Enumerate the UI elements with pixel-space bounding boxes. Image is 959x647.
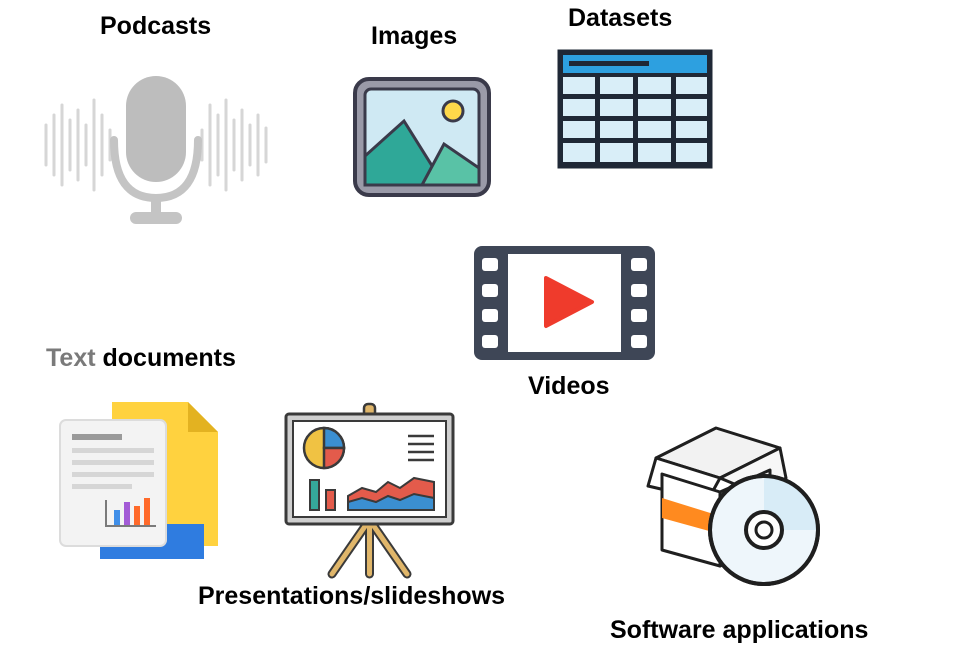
text-documents-label-part1: Text [46,344,96,372]
document-icon [59,402,218,559]
text-documents-label: Text documents [46,346,236,371]
presentations-label: Presentations/slideshows [198,582,506,610]
videos-label: Videos [528,372,610,400]
text-documents-label-part2: documents [95,344,236,372]
podcasts-label: Podcasts [100,12,212,40]
images-label: Images [371,22,458,50]
image-picture-icon [353,77,491,197]
presentation-easel-icon [284,402,455,579]
video-play-icon [474,246,655,360]
software-label: Software applications [610,616,869,644]
software-box-disc-icon [646,426,820,586]
spreadsheet-table-icon [557,49,713,169]
datasets-label: Datasets [568,4,673,32]
microphone-icon [44,76,268,224]
